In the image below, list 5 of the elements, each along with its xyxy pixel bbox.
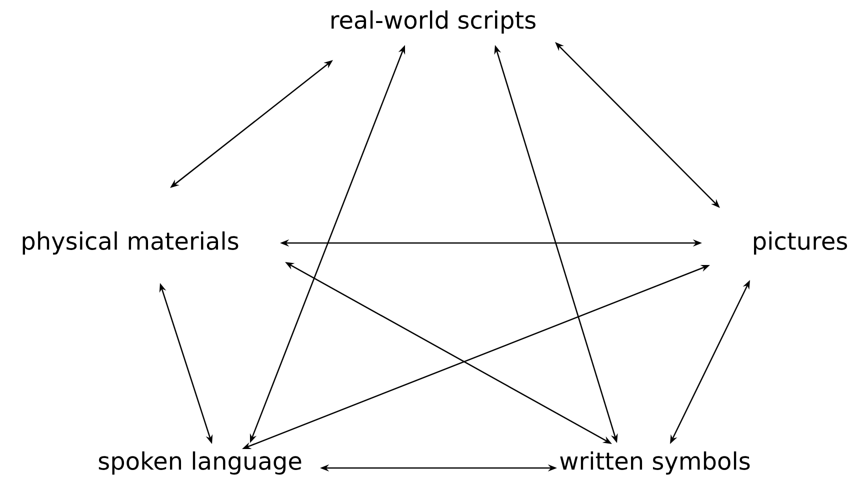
node-label: pictures bbox=[754, 231, 848, 255]
node-label: physical materials bbox=[22, 231, 238, 255]
node-label: real-world scripts bbox=[332, 10, 536, 34]
node-label: written symbols bbox=[560, 451, 750, 475]
node-label: spoken language bbox=[98, 451, 302, 475]
